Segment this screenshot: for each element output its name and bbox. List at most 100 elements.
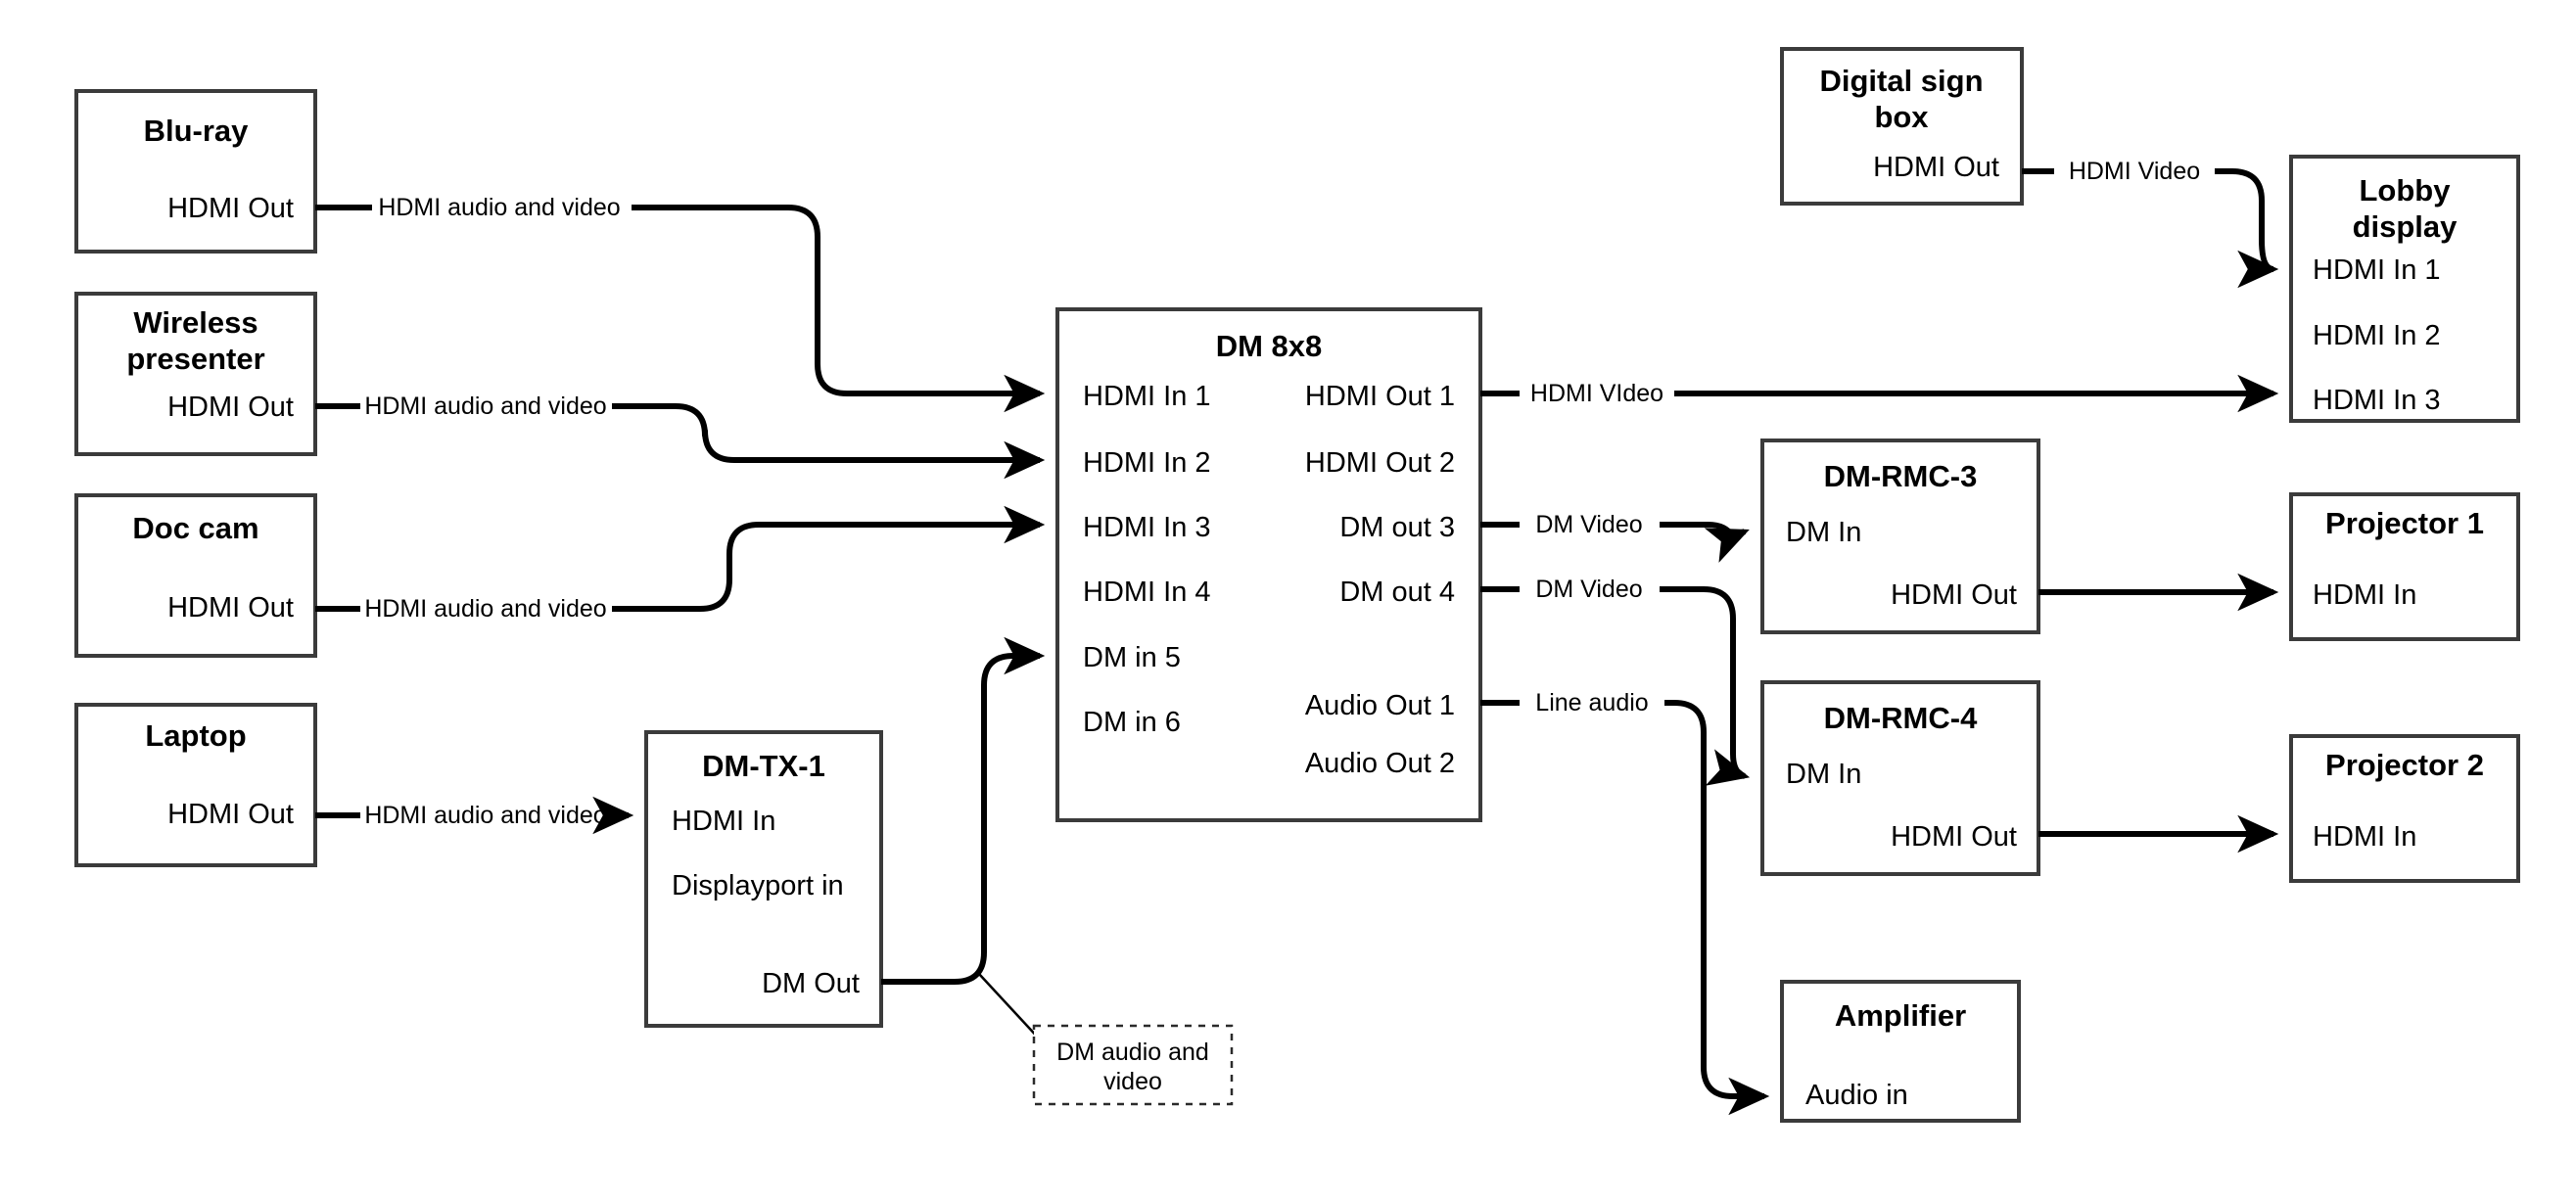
node-projector-1[interactable]: Projector 1 HDMI In	[2289, 492, 2520, 641]
node-amplifier-title: Amplifier	[1835, 998, 1966, 1033]
edge-dm8x8-to-lobby-hdmi-in-3: HDMI VIdeo	[1480, 374, 2279, 413]
node-dm-8x8-port-hdmi-out-1: HDMI Out 1	[1305, 381, 1455, 412]
edge-line-audio-label: Line audio	[1535, 689, 1648, 716]
node-dm-tx-1[interactable]: DM-TX-1 HDMI In Displayport in DM Out	[644, 730, 883, 1028]
node-lobby-display-port-hdmi-in-3: HDMI In 3	[2313, 385, 2441, 416]
node-dm-8x8[interactable]: DM 8x8 HDMI In 1 HDMI In 2 HDMI In 3 HDM…	[1055, 307, 1482, 822]
node-dm-tx-1-title: DM-TX-1	[702, 749, 825, 783]
node-wireless-presenter-port-hdmi-out: HDMI Out	[167, 392, 294, 423]
node-dm-8x8-port-dm-out-4: DM out 4	[1339, 577, 1455, 608]
edge-signbox-path	[2215, 168, 2279, 289]
node-wireless-presenter-title-line2: presenter	[126, 342, 264, 376]
node-dm-8x8-port-dm-in-5: DM in 5	[1083, 642, 1181, 673]
node-dm-rmc-3-port-dm-in: DM In	[1786, 517, 1861, 548]
node-projector-1-port-hdmi-in: HDMI In	[2313, 579, 2416, 611]
edge-dm-video-3-label: DM Video	[1535, 511, 1642, 538]
node-lobby-display-port-hdmi-in-1: HDMI In 1	[2313, 254, 2441, 286]
node-laptop-title: Laptop	[145, 718, 246, 753]
node-bluray-title: Blu-ray	[144, 114, 250, 148]
edge-signbox-to-lobby: HDMI Video	[2022, 158, 2279, 289]
node-laptop[interactable]: Laptop HDMI Out	[74, 703, 317, 867]
node-lobby-display[interactable]: Lobby display HDMI In 1 HDMI In 2 HDMI I…	[2289, 155, 2520, 423]
edge-dmtx1-to-dm8x8	[881, 636, 1046, 985]
edge-wireless-path	[612, 403, 1046, 480]
node-dm-rmc-4-body	[1760, 680, 2040, 876]
node-laptop-body	[74, 703, 317, 867]
node-doc-cam-title: Doc cam	[132, 511, 258, 545]
node-amplifier-port-audio-in: Audio in	[1805, 1080, 1908, 1111]
edge-laptop-to-dmtx1: HDMI audio and video	[315, 796, 634, 835]
node-dm-8x8-body	[1055, 307, 1482, 822]
node-bluray-port-hdmi-out: HDMI Out	[167, 193, 294, 224]
node-projector-2-port-hdmi-in: HDMI In	[2313, 821, 2416, 853]
edge-doccam-to-dm8x8: HDMI audio and video	[315, 505, 1046, 623]
edge-wireless-to-dm8x8: HDMI audio and video	[315, 393, 1046, 480]
node-dm-rmc-3[interactable]: DM-RMC-3 DM In HDMI Out	[1760, 439, 2040, 634]
node-wireless-presenter[interactable]: Wireless presenter HDMI Out	[74, 292, 317, 456]
node-doc-cam[interactable]: Doc cam HDMI Out	[74, 493, 317, 658]
callout-dm-audio-and-video: DM audio and video	[978, 973, 1234, 1106]
node-dm-rmc-4-port-dm-in: DM In	[1786, 759, 1861, 790]
node-projector-2-title: Projector 2	[2325, 748, 2484, 782]
node-projector-1-title: Projector 1	[2325, 506, 2484, 540]
node-lobby-display-title-line2: display	[2353, 209, 2459, 244]
node-dm-8x8-port-hdmi-in-3: HDMI In 3	[1083, 512, 1211, 543]
node-projector-1-body	[2289, 492, 2520, 641]
edge-dm8x8-to-rmc3: DM Video	[1480, 511, 1750, 563]
edge-doccam-path	[612, 505, 1046, 612]
node-doc-cam-port-hdmi-out: HDMI Out	[167, 592, 294, 624]
edge-dm8x8-to-rmc4: DM Video	[1480, 576, 1751, 786]
node-projector-2[interactable]: Projector 2 HDMI In	[2289, 734, 2520, 883]
node-dm-8x8-port-audio-out-2: Audio Out 2	[1305, 748, 1455, 779]
node-amplifier[interactable]: Amplifier Audio in	[1780, 980, 2021, 1123]
node-dm-8x8-port-dm-in-6: DM in 6	[1083, 707, 1181, 738]
edge-doccam-label: HDMI audio and video	[364, 595, 606, 623]
node-dm-8x8-port-hdmi-out-2: HDMI Out 2	[1305, 447, 1455, 479]
node-dm-rmc-3-port-hdmi-out: HDMI Out	[1891, 579, 2017, 611]
node-bluray-body	[74, 89, 317, 254]
node-dm-rmc-3-title: DM-RMC-3	[1824, 459, 1978, 493]
edge-dm8x8-to-amplifier: Line audio	[1480, 689, 1770, 1116]
callout-text-line1: DM audio and	[1056, 1039, 1209, 1066]
edge-signbox-label: HDMI Video	[2069, 158, 2200, 185]
node-laptop-port-hdmi-out: HDMI Out	[167, 799, 294, 830]
edge-dmtx1-path	[881, 636, 1046, 985]
node-lobby-display-port-hdmi-in-2: HDMI In 2	[2313, 320, 2441, 351]
edge-laptop-label: HDMI audio and video	[364, 802, 606, 829]
edge-dm-video-3-path	[1660, 522, 1750, 563]
node-dm-tx-1-port-dm-out: DM Out	[762, 968, 860, 999]
node-digital-sign-box-title-line1: Digital sign	[1819, 64, 1983, 98]
edge-bluray-to-dm8x8: HDMI audio and video	[315, 194, 1046, 413]
node-dm-8x8-title: DM 8x8	[1216, 329, 1323, 363]
node-dm-rmc-4[interactable]: DM-RMC-4 DM In HDMI Out	[1760, 680, 2040, 876]
node-dm-rmc-4-title: DM-RMC-4	[1824, 701, 1978, 735]
node-wireless-presenter-title-line1: Wireless	[133, 305, 258, 340]
edge-dm-video-4-path	[1660, 586, 1751, 786]
node-dm-8x8-port-audio-out-1: Audio Out 1	[1305, 690, 1455, 721]
node-amplifier-body	[1780, 980, 2021, 1123]
node-digital-sign-box[interactable]: Digital sign box HDMI Out	[1780, 47, 2024, 206]
node-dm-8x8-port-hdmi-in-1: HDMI In 1	[1083, 381, 1211, 412]
node-lobby-display-title-line1: Lobby	[2360, 173, 2452, 208]
node-projector-2-body	[2289, 734, 2520, 883]
callout-text-line2: video	[1103, 1068, 1162, 1095]
node-dm-8x8-port-dm-out-3: DM out 3	[1339, 512, 1455, 543]
node-wireless-presenter-body	[74, 292, 317, 456]
node-bluray[interactable]: Blu-ray HDMI Out	[74, 89, 317, 254]
edge-bluray-label: HDMI audio and video	[378, 194, 620, 221]
edge-bluray-path	[632, 205, 1046, 413]
node-lobby-display-body	[2289, 155, 2520, 423]
node-dm-8x8-port-hdmi-in-4: HDMI In 4	[1083, 577, 1211, 608]
node-dm-rmc-3-body	[1760, 439, 2040, 634]
edge-wireless-label: HDMI audio and video	[364, 393, 606, 420]
node-digital-sign-box-title-line2: box	[1874, 100, 1929, 134]
edge-line-audio-path	[1664, 700, 1770, 1116]
callout-leader-line	[978, 973, 1041, 1040]
node-dm-rmc-4-port-hdmi-out: HDMI Out	[1891, 821, 2017, 853]
node-dm-tx-1-port-displayport-in: Displayport in	[672, 870, 844, 901]
node-dm-tx-1-body	[644, 730, 883, 1028]
node-doc-cam-body	[74, 493, 317, 658]
edge-dm-video-4-label: DM Video	[1535, 576, 1642, 603]
node-dm-8x8-port-hdmi-in-2: HDMI In 2	[1083, 447, 1211, 479]
